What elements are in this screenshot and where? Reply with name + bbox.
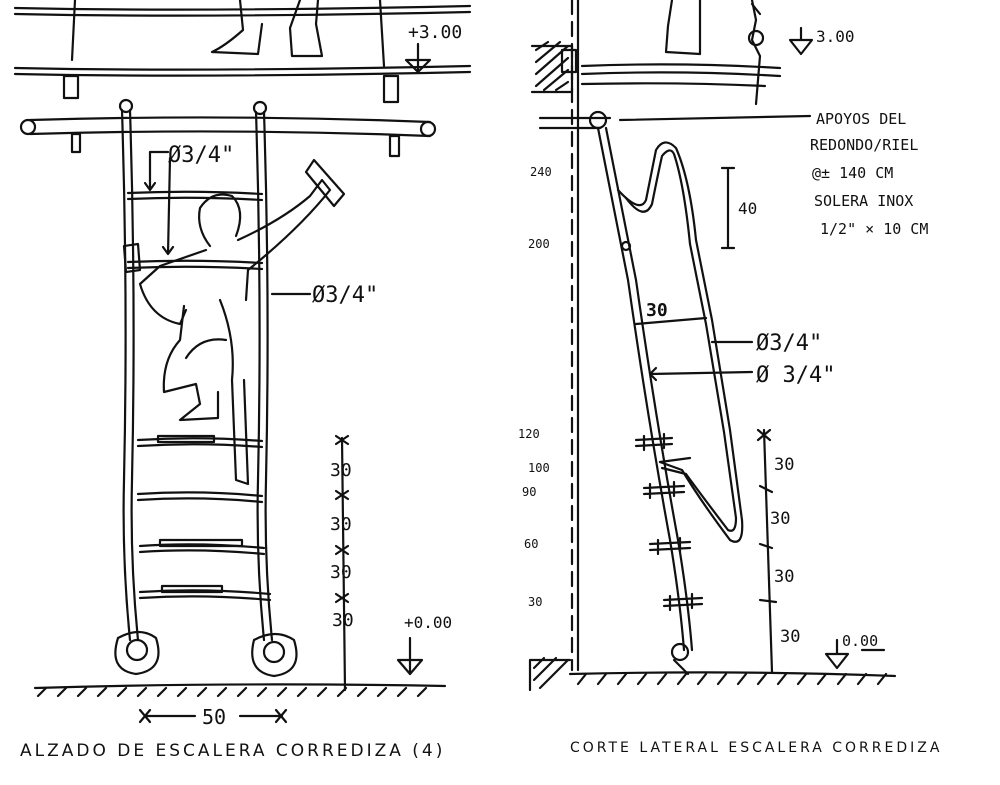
right-level-top: 3.00	[816, 27, 855, 46]
section-diameter-b: Ø 3/4"	[756, 363, 835, 388]
right-ground-line	[528, 656, 897, 692]
left-rung-diameter: Ø3/4"	[168, 143, 234, 168]
left-level-markers	[396, 42, 432, 676]
left-step-dim-1: 30	[330, 460, 352, 481]
height-90: 90	[522, 485, 536, 499]
left-rail-diameter: Ø3/4"	[312, 283, 378, 308]
height-120: 120	[518, 427, 540, 441]
left-ground-line	[33, 683, 447, 698]
ladder-rungs	[126, 190, 272, 602]
left-step-dim-4: 30	[332, 610, 354, 631]
left-step-dim-3: 30	[330, 562, 352, 583]
rail-note-line-1: APOYOS DEL	[816, 110, 906, 128]
section-leader-lines	[634, 316, 754, 382]
upper-railing	[13, 0, 472, 104]
right-section-drawing	[528, 0, 897, 692]
left-step-dim-2: 30	[330, 514, 352, 535]
hanging-rail	[19, 116, 437, 158]
right-level-markers	[788, 26, 886, 670]
height-60: 60	[524, 537, 538, 551]
left-elevation-drawing	[13, 0, 472, 724]
height-30: 30	[528, 595, 542, 609]
ladder-side-rails	[114, 98, 298, 678]
height-200: 200	[528, 237, 550, 251]
rail-note-line-5: 1/2" × 10 CM	[820, 220, 928, 238]
wall-section	[530, 0, 580, 672]
left-level-floor: +0.00	[404, 613, 452, 632]
height-240: 240	[530, 165, 552, 179]
ladder-depth-dim-30: 30	[646, 300, 668, 321]
section-step-pegs	[634, 432, 704, 612]
section-dimension-chain	[720, 166, 778, 674]
left-caption: ALZADO DE ESCALERA CORREDIZA (4)	[20, 741, 445, 761]
section-step-dim-1: 30	[774, 455, 794, 475]
section-step-dim-4: 30	[780, 627, 800, 647]
upper-slab	[580, 0, 782, 106]
rail-note-line-3: @± 140 CM	[812, 164, 893, 182]
left-step-dimension-chain	[334, 434, 350, 692]
right-level-floor: 0.00	[842, 632, 878, 650]
height-100: 100	[528, 461, 550, 475]
section-diameter-a: Ø3/4"	[756, 331, 822, 356]
inclined-ladder	[596, 126, 744, 676]
section-step-dim-2: 30	[770, 509, 790, 529]
section-step-dim-3: 30	[774, 567, 794, 587]
left-leader-lines	[143, 150, 312, 296]
person-figure	[122, 158, 346, 486]
handhold-dim-40: 40	[738, 199, 757, 218]
right-caption: CORTE LATERAL ESCALERA CORREDIZA	[570, 740, 942, 756]
rail-note-line-4: SOLERA INOX	[814, 192, 913, 210]
width-dimension-line	[138, 708, 288, 724]
right-annotations: 3.00 0.00 APOYOS DEL REDONDO/RIEL @± 140…	[518, 27, 942, 756]
left-width-dim: 50	[202, 705, 226, 729]
left-annotations: +3.00 +0.00 Ø3/4" Ø3/4" 30 30 30 30 50 A…	[20, 22, 462, 761]
rail-note-line-2: REDONDO/RIEL	[810, 136, 918, 154]
left-level-top: +3.00	[408, 22, 462, 43]
rail-support	[538, 110, 812, 130]
